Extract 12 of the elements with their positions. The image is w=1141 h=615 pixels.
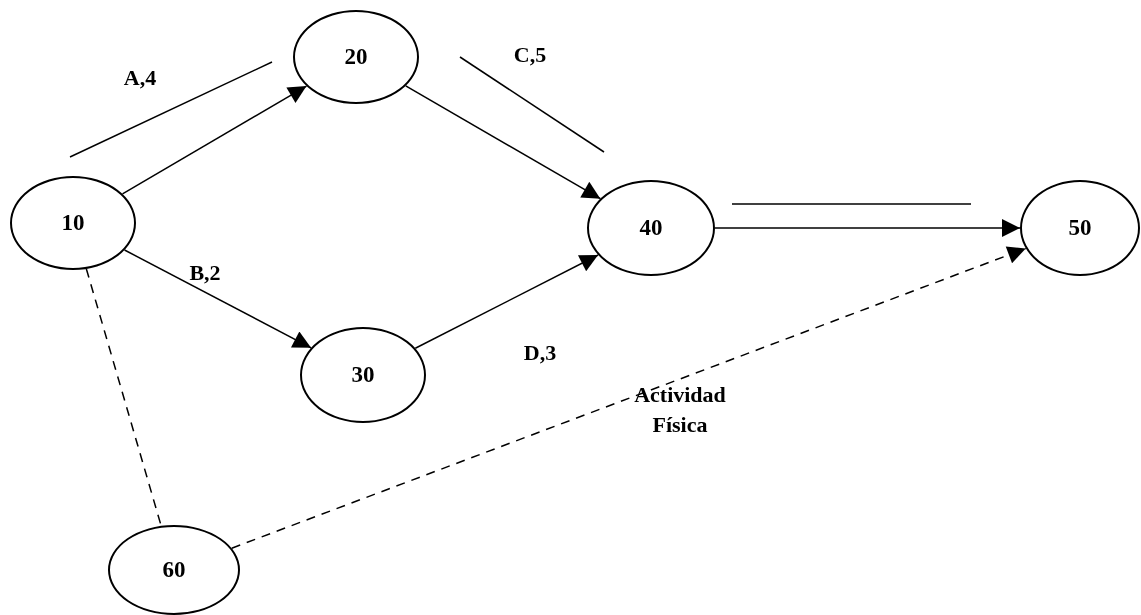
edge-label: B,2	[188, 259, 222, 287]
arrow	[714, 219, 1021, 237]
event-number: 50	[1068, 213, 1092, 242]
edge-label: D,3	[522, 339, 558, 367]
event-number: 10	[61, 208, 85, 237]
event-number: 60	[162, 555, 186, 584]
event-number: 20	[344, 42, 368, 71]
event-number: 30	[351, 360, 375, 389]
edge-label: Actividad Física	[633, 381, 727, 439]
event-number: 40	[639, 213, 663, 242]
edge-label: A,4	[122, 64, 158, 92]
edge-label: C,5	[512, 41, 548, 69]
